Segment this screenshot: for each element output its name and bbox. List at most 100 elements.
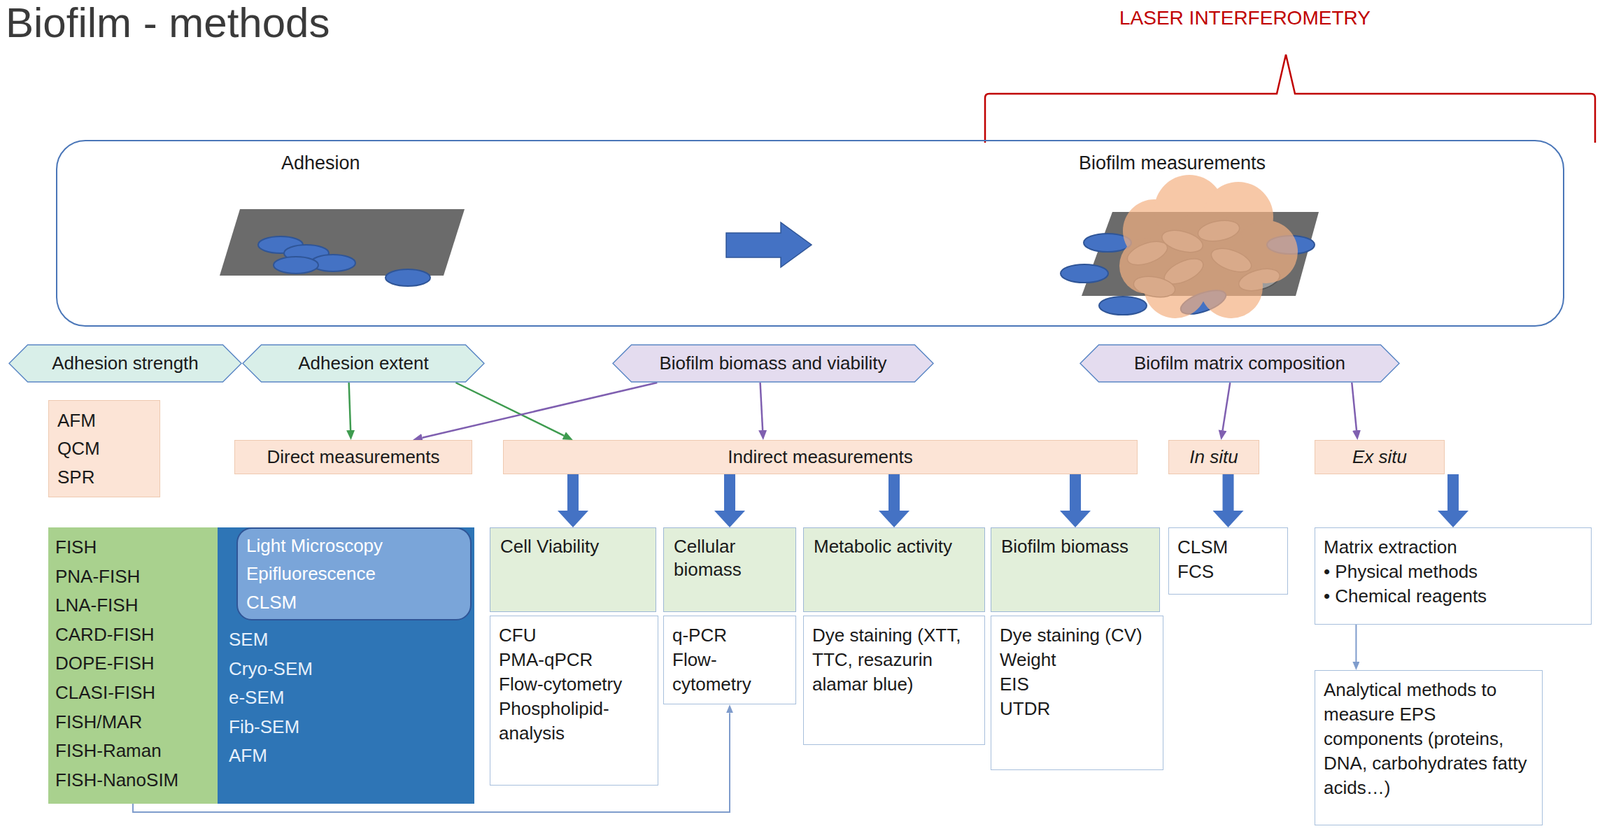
connector-arrow	[888, 474, 900, 511]
node-text: CARD-FISH	[55, 620, 211, 650]
node-text: UTDR	[999, 696, 1155, 722]
hexagon-shape	[612, 344, 934, 382]
node-text: Dye staining (XTT, TTC, resazurin alamar…	[812, 623, 976, 697]
node-text: In situ	[1189, 445, 1238, 469]
matrix-blob	[1164, 211, 1246, 293]
method-group: Light MicroscopyEpifluorescenceCLSM	[236, 527, 472, 621]
cell	[385, 269, 431, 287]
node-text: Biofilm matrix composition	[1134, 351, 1346, 375]
node-text: FISH-NanoSIM	[55, 766, 211, 796]
node-text: QCM	[57, 434, 152, 463]
block-arrow	[726, 222, 812, 268]
node-text: LNA-FISH	[55, 591, 211, 621]
node-text: Cryo-SEM	[228, 654, 465, 685]
hexagon-shape	[1080, 344, 1400, 382]
node-text: Biofilm biomass	[1001, 535, 1150, 559]
node-text: Dye staining (CV)	[999, 623, 1155, 648]
node-text: Matrix extraction	[1323, 535, 1583, 560]
node-text: Metabolic activity	[813, 535, 975, 559]
node-text: PNA-FISH	[55, 562, 211, 592]
connector-arrow	[1222, 474, 1235, 511]
stage-panel: Adhesion Biofilm measurements	[55, 139, 1565, 327]
node-text: Fib-SEM	[228, 712, 465, 743]
node-text: Indirect measurements	[727, 445, 913, 469]
surface-plane	[219, 209, 465, 276]
node-text: Epifluorescence	[246, 559, 462, 588]
measurement-box: In situ	[1168, 440, 1260, 475]
node-text: Biofilm biomass and viability	[659, 351, 887, 375]
node-text: Adhesion	[281, 151, 361, 176]
connector-arrow	[724, 474, 736, 511]
node-text: Flow-cytometry	[672, 647, 788, 697]
node-text: • Physical methods	[1323, 559, 1583, 585]
node-text: • Chemical reagents	[1323, 584, 1583, 609]
node-text: CLSM	[246, 588, 462, 617]
node-text: FISH	[55, 533, 211, 563]
method-list: CFUPMA-qPCRFlow-cytometryPhospholipid-an…	[489, 615, 659, 786]
node-text: SPR	[57, 463, 152, 492]
connector-arrow	[349, 382, 351, 431]
category-hexagon: Biofilm matrix composition	[1079, 344, 1400, 383]
category-hexagon: Biofilm biomass and viability	[612, 344, 934, 383]
method-list: Dye staining (CV)WeightEISUTDR	[990, 615, 1164, 771]
node-text: CLSM	[1177, 535, 1279, 560]
measurement-box: Ex situ	[1314, 440, 1445, 475]
node-text: Ex situ	[1352, 445, 1407, 469]
method-list: q-PCRFlow-cytometry	[663, 615, 797, 705]
node-text: Cellular biomass	[673, 535, 786, 581]
node-text: FISH-Raman	[55, 736, 211, 767]
category-hexagon: Adhesion strength	[8, 344, 243, 383]
node-text: SEM	[228, 625, 465, 655]
cell	[1060, 264, 1109, 283]
node-text: EIS	[999, 672, 1155, 697]
adhered-cells	[258, 236, 431, 287]
connector-arrow	[1069, 474, 1081, 511]
connector-arrow	[1355, 624, 1357, 662]
annotation-label: LASER INTERFEROMETRY	[1119, 6, 1371, 30]
node-text: Analytical methods to measure EPS compon…	[1323, 677, 1534, 801]
cell	[273, 256, 319, 274]
connector-arrow	[760, 382, 764, 431]
cell	[1099, 296, 1147, 315]
node-text: Biofilm measurements	[1078, 151, 1266, 176]
node-text: q-PCR	[672, 623, 788, 648]
eps-matrix	[1119, 174, 1298, 319]
node-text: FISH/MAR	[55, 708, 211, 738]
node-text: AFM	[228, 741, 465, 771]
method-list: Analytical methods to measure EPS compon…	[1314, 670, 1543, 826]
node-text: e-SEM	[228, 683, 465, 713]
method-list: FISHPNA-FISHLNA-FISHCARD-FISHDOPE-FISHCL…	[48, 527, 218, 804]
node-text: Adhesion strength	[51, 351, 199, 375]
node-text: Phospholipid-analysis	[498, 696, 650, 746]
method-list: Matrix extraction• Physical methods• Che…	[1314, 527, 1592, 625]
node-text: Weight	[999, 647, 1155, 673]
surface-plane	[1081, 211, 1319, 296]
page-title: Biofilm - methods	[5, 0, 330, 47]
connector-arrow	[422, 382, 658, 438]
node-text: FCS	[1177, 559, 1279, 585]
measurement-box: Direct measurements	[234, 440, 473, 475]
measurement-box: Indirect measurements	[503, 440, 1138, 475]
node-text: Direct measurements	[266, 445, 440, 469]
node-text: Adhesion extent	[298, 351, 429, 375]
connector-arrow	[567, 474, 579, 511]
category-box: Cell Viability	[489, 527, 657, 613]
node-text: AFM	[57, 406, 152, 435]
bracket	[985, 54, 1596, 143]
category-box: Cellular biomass	[663, 527, 797, 613]
connector-arrow	[1222, 382, 1231, 431]
category-hexagon: Adhesion extent	[242, 344, 485, 383]
node-text: CLASI-FISH	[55, 678, 211, 709]
node-text: DOPE-FISH	[55, 649, 211, 679]
hexagon-shape	[9, 344, 242, 382]
node-text: Light Microscopy	[246, 531, 462, 560]
connector-arrow	[1351, 382, 1357, 431]
category-box: Biofilm biomass	[990, 527, 1160, 613]
hexagon-shape	[242, 344, 485, 382]
node-text: CFU	[498, 623, 650, 648]
method-list: AFMQCMSPR	[48, 400, 161, 498]
node-text: PMA-qPCR	[498, 647, 650, 673]
method-list: Dye staining (XTT, TTC, resazurin alamar…	[803, 615, 986, 746]
method-list: CLSMFCS	[1168, 527, 1288, 595]
